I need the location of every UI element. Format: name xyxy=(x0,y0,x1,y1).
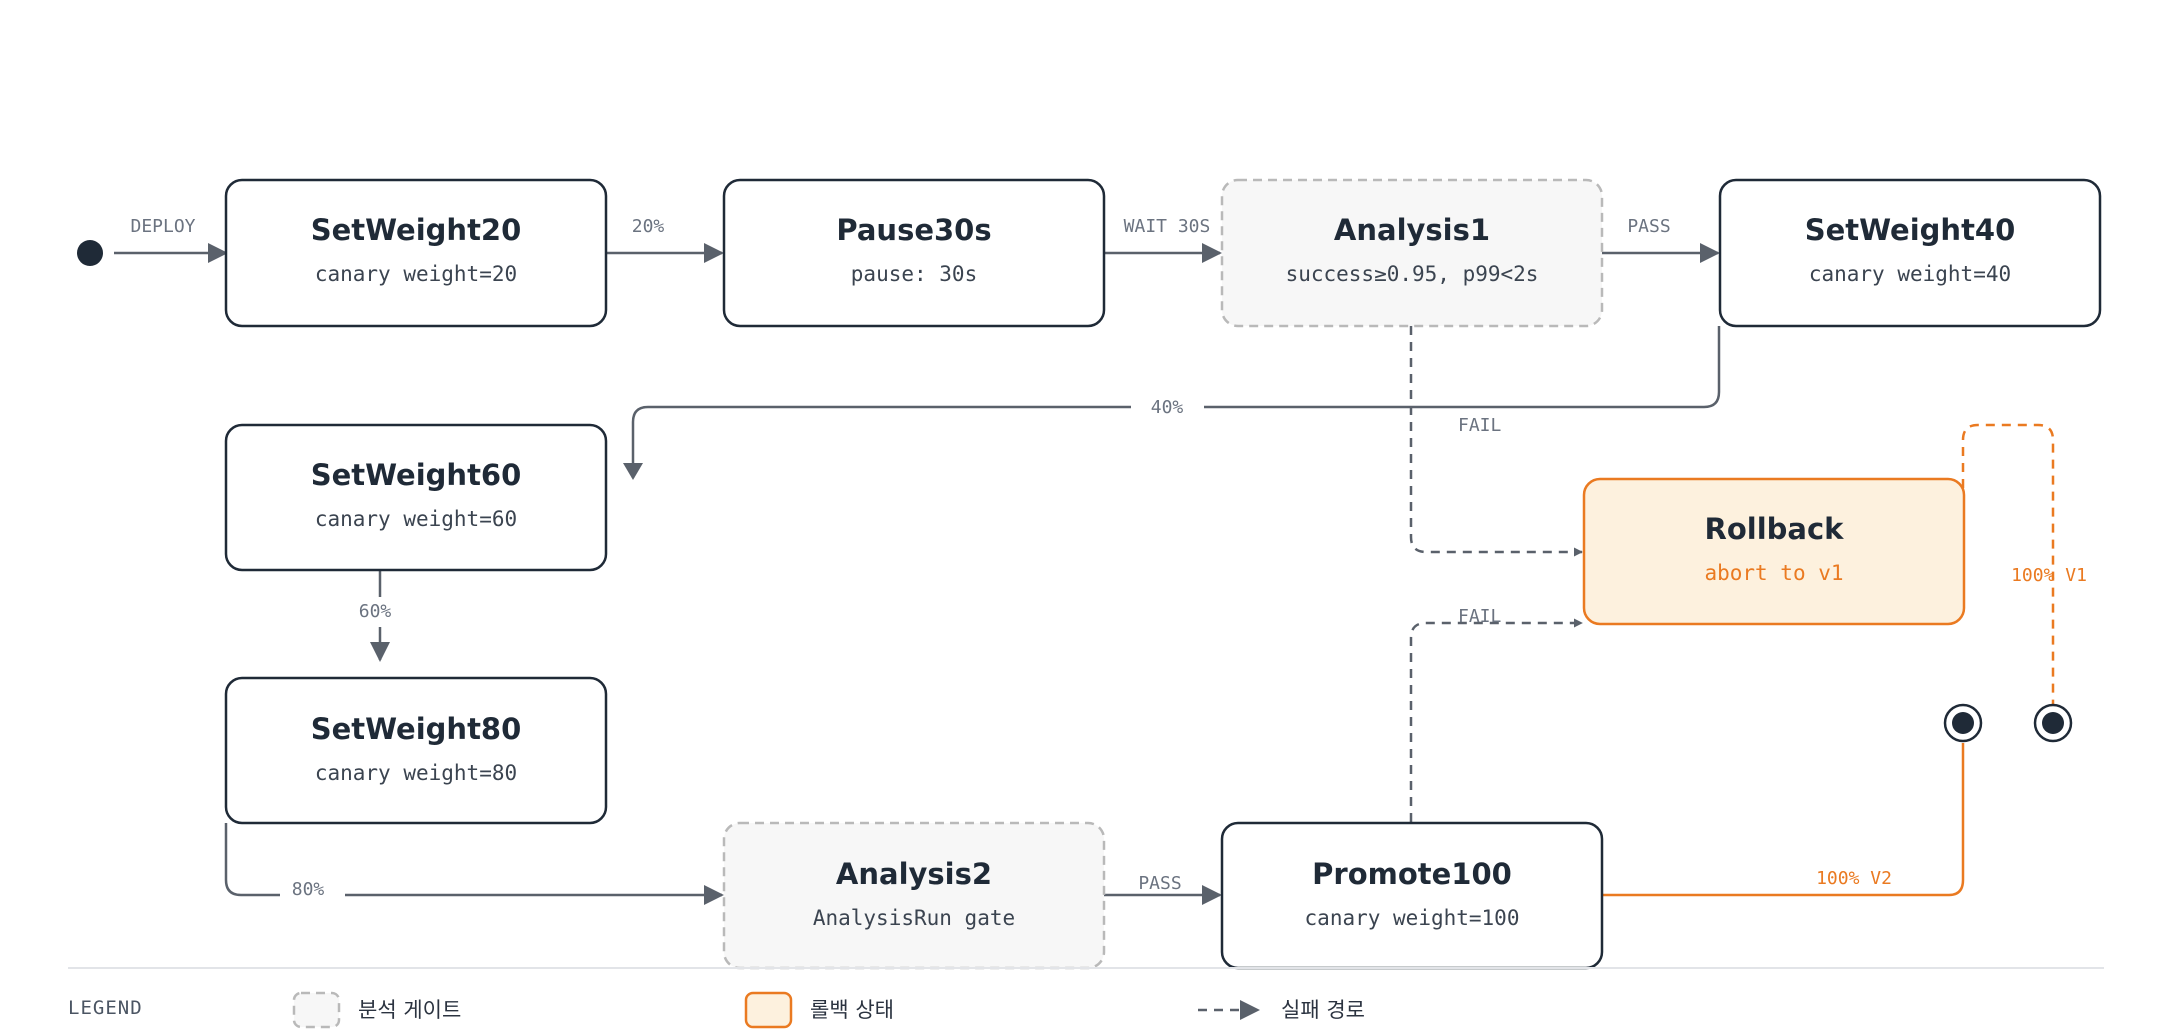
final-state-v2 xyxy=(1943,703,1983,743)
state-subtitle: AnalysisRun gate xyxy=(813,906,1015,930)
legend-item-gate: 분석 게이트 xyxy=(292,991,461,1029)
state-title: SetWeight40 xyxy=(1805,213,2016,247)
state-setweight60: SetWeight60 canary weight=60 xyxy=(224,423,608,572)
state-setweight40: SetWeight40 canary weight=40 xyxy=(1718,178,2102,328)
state-subtitle: pause: 30s xyxy=(851,262,977,286)
state-subtitle: canary weight=100 xyxy=(1305,906,1520,930)
legend-rollback-swatch xyxy=(744,991,793,1029)
legend-failpath-label: 실패 경로 xyxy=(1281,998,1365,1022)
state-title: SetWeight60 xyxy=(311,458,522,492)
state-subtitle: canary weight=80 xyxy=(315,761,517,785)
state-analysis2: Analysis2 AnalysisRun gate xyxy=(722,821,1106,970)
edge-40 xyxy=(631,326,1721,478)
state-setweight20: SetWeight20 canary weight=20 xyxy=(224,178,608,328)
edge-label-v2: 100% V2 xyxy=(1816,868,1892,889)
legend-rollback-label: 롤백 상태 xyxy=(810,998,894,1022)
edge-fail1 xyxy=(1409,326,1583,557)
state-title: SetWeight80 xyxy=(311,712,522,746)
state-subtitle: canary weight=60 xyxy=(315,507,517,531)
legend-title: LEGEND xyxy=(68,997,143,1019)
initial-state-dot xyxy=(77,240,103,266)
state-title: Promote100 xyxy=(1312,857,1512,891)
state-setweight80: SetWeight80 canary weight=80 xyxy=(224,676,608,825)
state-promote100: Promote100 canary weight=100 xyxy=(1220,821,1604,970)
state-title: Rollback xyxy=(1705,512,1845,546)
state-title: SetWeight20 xyxy=(311,213,522,247)
edge-label-v1: 100% V1 xyxy=(2011,565,2087,586)
edge-label-fail1: FAIL xyxy=(1458,415,1502,436)
state-rollback: Rollback abort to v1 xyxy=(1582,477,1966,626)
legend-gate-swatch xyxy=(292,991,341,1029)
edge-label-fail2: FAIL xyxy=(1458,606,1502,627)
edge-label-60: 60% xyxy=(359,601,392,622)
state-analysis1: Analysis1 success≥0.95, p99<2s xyxy=(1220,178,1604,328)
state-title: Pause30s xyxy=(836,213,991,247)
state-subtitle: abort to v1 xyxy=(1704,561,1843,585)
state-title: Analysis1 xyxy=(1334,213,1490,247)
edge-40-arrowhead xyxy=(623,463,643,480)
edge-label-40: 40% xyxy=(1151,397,1184,418)
state-subtitle: canary weight=20 xyxy=(315,262,517,286)
edge-v2 xyxy=(1602,743,1965,897)
state-subtitle: canary weight=40 xyxy=(1809,262,2011,286)
state-title: Analysis2 xyxy=(836,857,992,891)
edge-fail2 xyxy=(1409,618,1583,822)
edge-80 xyxy=(224,823,722,895)
edge-label-wait30s: WAIT 30S xyxy=(1124,216,1211,237)
legend-item-failpath: 실패 경로 xyxy=(1198,998,1365,1022)
legend-item-rollback: 롤백 상태 xyxy=(744,991,894,1029)
edge-label-deploy: DEPLOY xyxy=(130,216,195,237)
edge-label-pass1: PASS xyxy=(1627,216,1670,237)
edge-label-pass2: PASS xyxy=(1138,873,1181,894)
legend-gate-label: 분석 게이트 xyxy=(358,998,461,1022)
edge-label-80: 80% xyxy=(292,879,325,900)
state-pause30s: Pause30s pause: 30s xyxy=(722,178,1106,328)
state-subtitle: success≥0.95, p99<2s xyxy=(1286,262,1539,286)
edge-label-20: 20% xyxy=(632,216,665,237)
edge-v1 xyxy=(1961,423,2055,708)
final-state-v1 xyxy=(2033,703,2073,743)
